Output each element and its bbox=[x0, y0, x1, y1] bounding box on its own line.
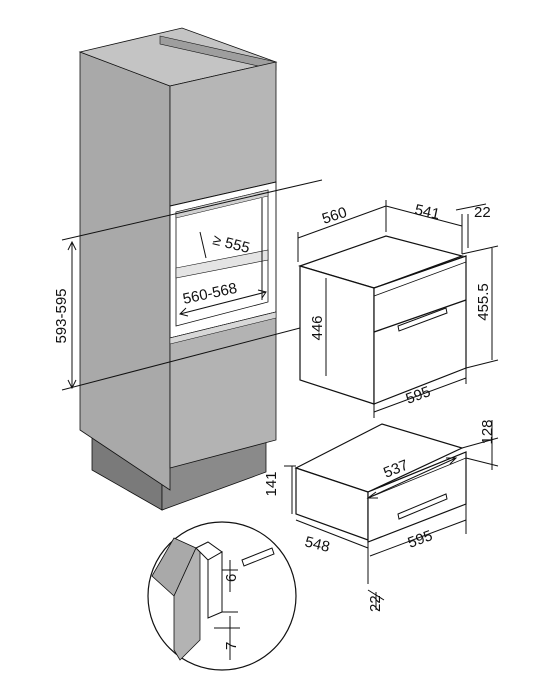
dim-drawer-fascia: 22 bbox=[367, 595, 384, 612]
dim-drawer-right-height: 128 bbox=[479, 419, 496, 444]
dim-gap-bottom: 7 bbox=[223, 642, 240, 650]
cabinet-upper-door bbox=[169, 61, 277, 207]
oven-appliance bbox=[298, 235, 467, 405]
dim-oven-front-height: 446 bbox=[309, 315, 326, 340]
dim-cabinet-height: 593-595 bbox=[53, 288, 70, 343]
tall-cabinet bbox=[78, 27, 278, 511]
drawer-handle bbox=[397, 493, 448, 520]
warming-drawer bbox=[294, 423, 467, 543]
dim-oven-height: 455.5 bbox=[475, 283, 492, 321]
detail-handle bbox=[241, 547, 275, 567]
gap-detail bbox=[147, 521, 297, 671]
dim-oven-fascia: 22 bbox=[474, 204, 491, 221]
dim-oven-depth: 541 bbox=[413, 201, 441, 223]
oven-handle bbox=[397, 307, 448, 332]
dim-oven-width: 560 bbox=[320, 204, 349, 228]
dim-drawer-depth: 548 bbox=[303, 533, 331, 556]
dim-drawer-side-height: 141 bbox=[263, 471, 280, 496]
dim-gap-top: 6 bbox=[223, 574, 240, 582]
cabinet-side-panel bbox=[79, 51, 171, 491]
dim-drawer-front-width: 595 bbox=[406, 527, 435, 552]
